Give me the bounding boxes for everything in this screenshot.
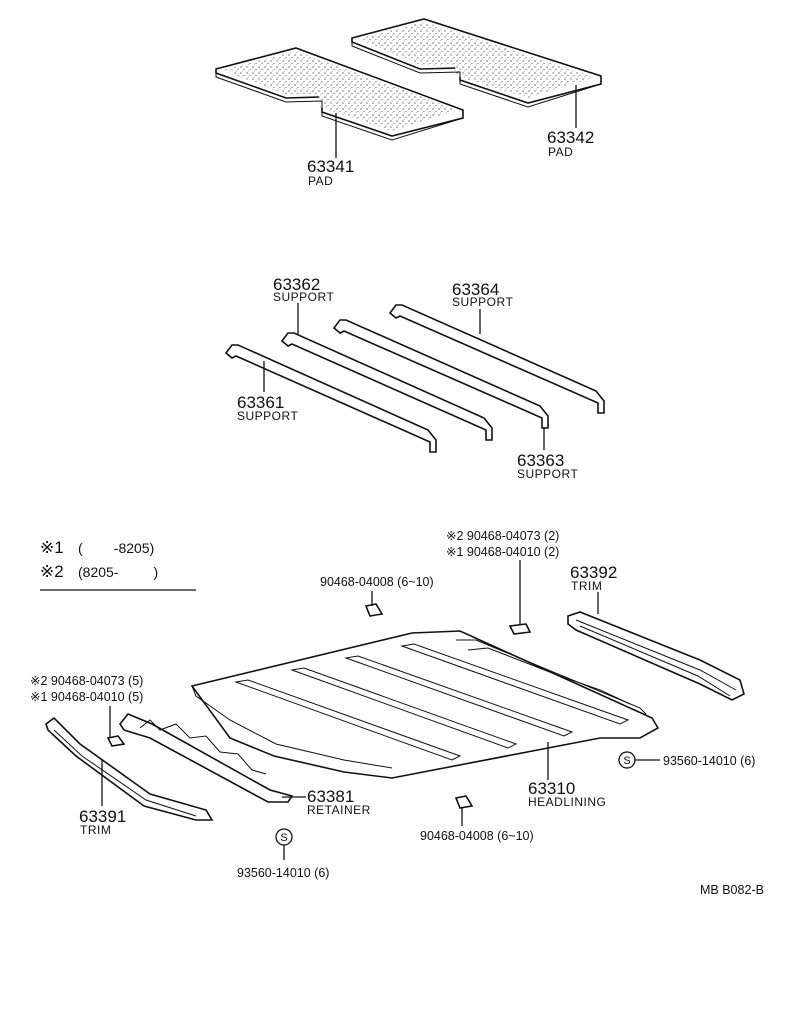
clip-mid-label: 90468-04008 (6~10): [320, 575, 434, 589]
headlining-63310-drawing: [190, 630, 660, 779]
diagram-code: MB B082-B: [700, 883, 764, 897]
screw-right-label: 93560-14010 (6): [663, 754, 755, 768]
clip-mid: [364, 603, 384, 617]
support-63364-number: 63364: [452, 280, 499, 299]
legend-mark-2: ※2: [40, 562, 64, 581]
support-63361-label: SUPPORT: [237, 409, 298, 423]
screw-left-label: 93560-14010 (6): [237, 866, 329, 880]
production-range-legend: ※1 ( -8205) ※2 (8205- ): [40, 538, 196, 591]
clip-top: [508, 623, 532, 635]
trim-63392-number: 63392: [570, 563, 617, 582]
retainer-63381-drawing: [119, 713, 294, 803]
pad-63341-number: 63341: [307, 157, 354, 176]
support-63361-number: 63361: [237, 393, 284, 412]
legend-range-2: (8205- ): [78, 564, 158, 580]
pad-63341-label: PAD: [308, 174, 333, 188]
support-63362-number: 63362: [273, 275, 320, 294]
trim-63392-drawing: [567, 611, 745, 701]
legend-mark-1: ※1: [40, 538, 64, 557]
trim-63391-label: TRIM: [80, 823, 111, 837]
clip-bottom-label: 90468-04008 (6~10): [420, 829, 534, 843]
clip-top-label-1: ※1 90468-04010 (2): [446, 545, 559, 559]
support-63362-label: SUPPORT: [273, 290, 334, 304]
pad-63342-label: PAD: [548, 145, 573, 159]
legend-range-1: ( -8205): [78, 540, 154, 556]
pad-63342-number: 63342: [547, 128, 594, 147]
headlining-63310-number: 63310: [528, 779, 575, 798]
clip-left-label-2: ※2 90468-04073 (5): [30, 674, 143, 688]
support-rails: [224, 304, 605, 453]
svg-text:S: S: [623, 755, 630, 767]
clip-left: [106, 735, 126, 747]
svg-text:S: S: [280, 832, 287, 844]
support-63363-number: 63363: [517, 451, 564, 470]
trim-63391-number: 63391: [79, 807, 126, 826]
trim-63392-label: TRIM: [571, 579, 602, 593]
headlining-63310-label: HEADLINING: [528, 795, 606, 809]
clip-top-label-2: ※2 90468-04073 (2): [446, 529, 559, 543]
trim-63391-drawing: [45, 716, 214, 821]
clip-bottom: [454, 795, 474, 809]
support-63363-label: SUPPORT: [517, 467, 578, 481]
clip-left-label-1: ※1 90468-04010 (5): [30, 690, 143, 704]
retainer-63381-label: RETAINER: [307, 803, 371, 817]
screw-symbol-right: S: [618, 751, 636, 769]
screw-symbol-left: S: [275, 828, 293, 846]
support-63364-label: SUPPORT: [452, 295, 513, 309]
retainer-63381-number: 63381: [307, 787, 354, 806]
pad-63341-drawing: [215, 47, 464, 141]
pad-63342-drawing: [351, 18, 602, 108]
